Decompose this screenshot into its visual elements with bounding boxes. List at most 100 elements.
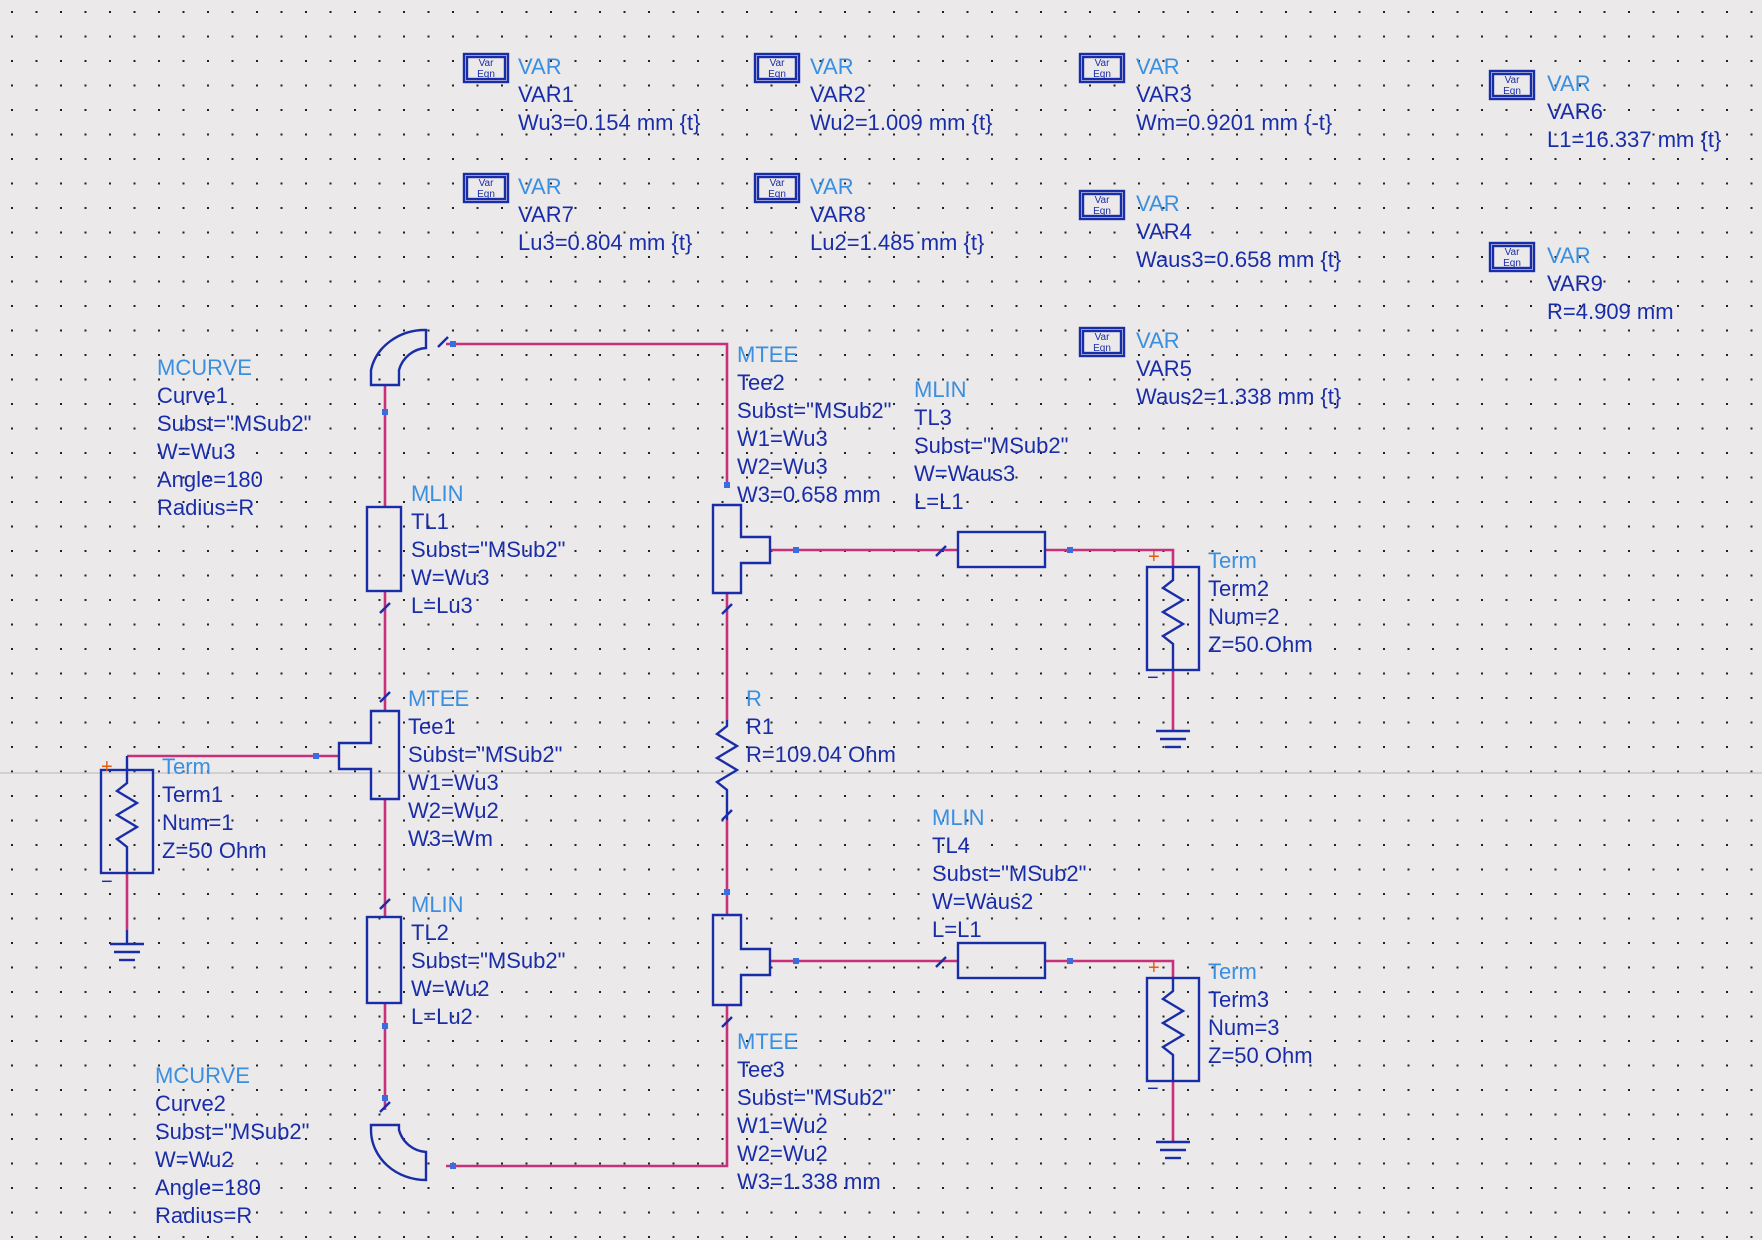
var-type: VAR: [810, 174, 854, 199]
var-expression: Wm=0.9201 mm {-t}: [1136, 110, 1332, 135]
component-type: MCURVE: [157, 355, 252, 380]
icon-line2: Eqn: [768, 189, 786, 200]
component-param: W2=Wu3: [737, 454, 828, 479]
var-eqn-icon: Var Eqn: [462, 52, 510, 84]
component-type: MTEE: [737, 1029, 798, 1054]
label-tl4: MLIN TL4 Subst="MSub2" W=Waus2 L=L1: [932, 805, 1086, 942]
icon-line1: Var: [1505, 75, 1520, 86]
component-param: Subst="MSub2": [411, 948, 565, 973]
var-expression: Waus2=1.338 mm {t}: [1136, 384, 1341, 409]
term-symbol-term3[interactable]: + −: [1145, 957, 1201, 1160]
component-param: W3=0.658 mm: [737, 482, 881, 507]
var-eqn-icon: Var Eqn: [1078, 189, 1126, 221]
component-type: MLIN: [411, 481, 464, 506]
var-name: VAR5: [1136, 356, 1192, 381]
var-block-var1[interactable]: Var Eqn VAR VAR1 Wu3=0.154 mm {t}: [462, 52, 700, 135]
term-symbol-term1[interactable]: + −: [99, 756, 155, 962]
mlin-symbol-tl2[interactable]: [365, 915, 403, 1029]
mlin-symbol-tl3[interactable]: [935, 530, 1073, 569]
label-curve1: MCURVE Curve1 Subst="MSub2" W=Wu3 Angle=…: [157, 355, 311, 520]
var-name: VAR7: [518, 202, 574, 227]
var-eqn-icon: Var Eqn: [1488, 69, 1536, 101]
icon-line1: Var: [479, 178, 494, 189]
minus-sign: −: [1147, 1078, 1159, 1100]
ground-icon: [110, 930, 144, 962]
wires: [125, 342, 1175, 1168]
component-param: W=Wu2: [411, 976, 489, 1001]
ground-icon: [1156, 1140, 1190, 1160]
mlin-symbol-tl1[interactable]: [365, 505, 403, 614]
component-param: Tee1: [408, 714, 456, 739]
component-type: MCURVE: [155, 1063, 250, 1088]
label-term2: Term Term2 Num=2 Z=50 Ohm: [1208, 548, 1313, 657]
resistor-symbol-r1[interactable]: [714, 720, 740, 821]
component-param: Num=1: [162, 810, 234, 835]
minus-sign: −: [101, 871, 113, 893]
component-param: Num=3: [1208, 1015, 1280, 1040]
component-param: R=109.04 Ohm: [746, 742, 896, 767]
plus-sign: +: [1148, 957, 1160, 979]
term-symbol-term2[interactable]: + −: [1145, 546, 1201, 749]
component-param: Subst="MSub2": [914, 433, 1068, 458]
var-expression: Wu2=1.009 mm {t}: [810, 110, 992, 135]
var-block-var8[interactable]: Var Eqn VAR VAR8 Lu2=1.485 mm {t}: [753, 172, 984, 255]
label-tee3: MTEE Tee3 Subst="MSub2" W1=Wu2 W2=Wu2 W3…: [737, 1029, 891, 1194]
component-param: L=Lu2: [411, 1004, 473, 1029]
component-param: Term2: [1208, 576, 1269, 601]
plus-sign: +: [1148, 546, 1160, 568]
component-type: Term: [1208, 548, 1257, 573]
icon-line1: Var: [1095, 58, 1110, 69]
var-block-var6[interactable]: Var Eqn VAR VAR6 L1=16.337 mm {t}: [1488, 69, 1721, 152]
component-param: Tee3: [737, 1057, 785, 1082]
label-term1: Term Term1 Num=1 Z=50 Ohm: [162, 754, 267, 863]
component-param: R1: [746, 714, 774, 739]
component-param: Num=2: [1208, 604, 1280, 629]
var-block-var2[interactable]: Var Eqn VAR VAR2 Wu2=1.009 mm {t}: [753, 52, 992, 135]
icon-line2: Eqn: [1093, 206, 1111, 217]
component-param: W=Wu2: [155, 1147, 233, 1172]
component-param: Z=50 Ohm: [1208, 1043, 1313, 1068]
var-eqn-icon: Var Eqn: [753, 172, 801, 204]
component-param: Subst="MSub2": [408, 742, 562, 767]
mtee-symbol-tee1[interactable]: [313, 691, 401, 910]
component-param: Curve1: [157, 383, 228, 408]
component-param: Tee2: [737, 370, 785, 395]
var-block-var7[interactable]: Var Eqn VAR VAR7 Lu3=0.804 mm {t}: [462, 172, 692, 255]
minus-sign: −: [1147, 667, 1159, 689]
var-expression: L1=16.337 mm {t}: [1547, 127, 1721, 152]
icon-line1: Var: [1095, 332, 1110, 343]
var-name: VAR4: [1136, 219, 1192, 244]
component-param: Radius=R: [155, 1203, 252, 1228]
component-param: W3=1.338 mm: [737, 1169, 881, 1194]
mtee-symbol-tee3[interactable]: [711, 889, 799, 1028]
component-param: TL2: [411, 920, 449, 945]
var-expression: Waus3=0.658 mm {t}: [1136, 247, 1341, 272]
var-name: VAR1: [518, 82, 574, 107]
icon-line2: Eqn: [1503, 86, 1521, 97]
var-block-var4[interactable]: Var Eqn VAR VAR4 Waus3=0.658 mm {t}: [1078, 189, 1341, 272]
component-param: TL3: [914, 405, 952, 430]
var-block-var9[interactable]: Var Eqn VAR VAR9 R=4.909 mm: [1488, 241, 1674, 324]
mcurve-symbol-curve2[interactable]: [369, 1095, 456, 1182]
component-param: W=Wu3: [411, 565, 489, 590]
icon-line2: Eqn: [768, 69, 786, 80]
mtee-symbol-tee2[interactable]: [711, 482, 799, 615]
component-param: W1=Wu3: [408, 770, 499, 795]
component-param: Z=50 Ohm: [162, 838, 267, 863]
var-eqn-icon: Var Eqn: [1078, 52, 1126, 84]
component-type: MTEE: [737, 342, 798, 367]
component-param: Z=50 Ohm: [1208, 632, 1313, 657]
component-param: W2=Wu2: [408, 798, 499, 823]
component-param: L=L1: [932, 917, 982, 942]
var-block-var3[interactable]: Var Eqn VAR VAR3 Wm=0.9201 mm {-t}: [1078, 52, 1332, 135]
component-param: Term1: [162, 782, 223, 807]
var-block-var5[interactable]: Var Eqn VAR VAR5 Waus2=1.338 mm {t}: [1078, 326, 1341, 409]
var-type: VAR: [1136, 54, 1180, 79]
mcurve-symbol-curve1[interactable]: [369, 328, 456, 415]
mlin-symbol-tl4[interactable]: [935, 941, 1073, 980]
var-type: VAR: [1547, 71, 1591, 96]
component-param: W2=Wu2: [737, 1141, 828, 1166]
var-name: VAR9: [1547, 271, 1603, 296]
component-param: Angle=180: [157, 467, 263, 492]
